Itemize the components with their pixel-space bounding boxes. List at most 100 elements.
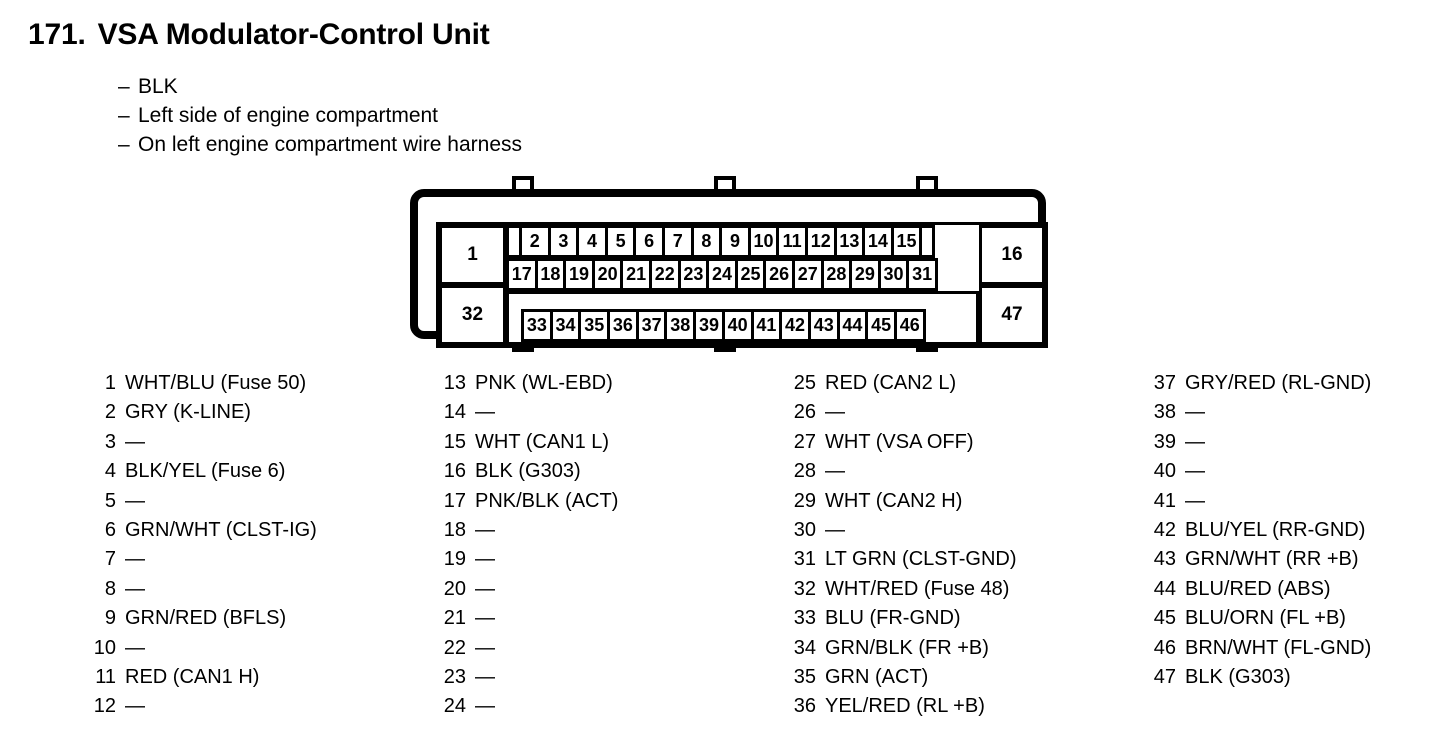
pin-legend-label: — (125, 577, 145, 600)
connector-pin-30: 30 (877, 258, 910, 291)
subtitle-text: BLK (138, 75, 178, 98)
connector-pin-42: 42 (779, 309, 811, 342)
connector-pin-32: 32 (439, 285, 506, 345)
pin-legend-label: — (825, 518, 845, 541)
subtitle-list: –BLK–Left side of engine compartment–On … (118, 72, 522, 159)
connector-pin-4: 4 (576, 225, 608, 258)
subtitle-line: –Left side of engine compartment (118, 101, 522, 130)
pin-legend-number: 39 (1153, 430, 1176, 453)
pin-legend-label: RED (CAN1 H) (125, 665, 260, 688)
connector-pin-28: 28 (820, 258, 853, 291)
connector-pin-6: 6 (633, 225, 665, 258)
connector-pin-25: 25 (734, 258, 767, 291)
pin-legend-row: 20— (436, 578, 618, 607)
pin-legend-label: — (475, 401, 495, 424)
pin-legend-number: 13 (443, 372, 466, 394)
pin-legend-label: WHT/RED (Fuse 48) (825, 577, 1010, 600)
pin-legend-number: 22 (443, 636, 466, 659)
connector-pin-1: 1 (439, 225, 506, 285)
connector-pin-35: 35 (578, 309, 611, 342)
pin-legend-row: 30— (786, 519, 1017, 548)
pin-legend-number: 29 (793, 489, 816, 512)
pin-legend-row: 14 — (436, 401, 618, 430)
pin-legend-label: LT GRN (CLST-GND) (825, 548, 1017, 571)
pin-legend-number: 37 (1153, 372, 1176, 394)
connector-pin-26: 26 (763, 258, 795, 291)
connector-pin-29: 29 (849, 258, 881, 291)
pin-legend-row: 46 BRN/WHT (FL-GND) (1146, 636, 1372, 666)
connector-pin-33: 33 (521, 309, 553, 342)
pin-legend-label: — (1185, 460, 1205, 483)
connector-pin-24: 24 (706, 258, 738, 291)
subtitle-text: On left engine compartment wire harness (138, 133, 523, 156)
pin-legend-number: 46 (1153, 636, 1176, 659)
pin-legend-label: PNK (WL-EBD) (475, 372, 613, 394)
pin-legend-number: 3 (104, 430, 116, 453)
pin-legend-label: BLK/YEL (Fuse 6) (125, 460, 286, 483)
pin-legend-label: — (125, 489, 145, 512)
bullet-dash-icon: – (118, 104, 130, 127)
pin-legend-row: 22 — (436, 637, 618, 666)
pin-legend-row: 38 — (1146, 401, 1371, 430)
pin-legend-number: 6 (104, 518, 116, 541)
connector-pin-34: 34 (549, 309, 582, 342)
pin-legend-number: 31 (793, 548, 816, 571)
pin-legend-label: — (1185, 489, 1205, 512)
pin-legend-label: BRN/WHT (FL-GND) (1185, 636, 1372, 659)
pin-legend-number: 26 (793, 401, 816, 424)
pin-legend-row: 35 GRN (ACT) (786, 666, 1017, 695)
connector-pin-45: 45 (865, 309, 897, 342)
pin-legend-row: 28— (786, 460, 1017, 489)
pin-legend-number: 15 (443, 430, 466, 453)
connector-pin-2: 2 (519, 225, 551, 258)
bullet-dash-icon: – (118, 75, 130, 98)
pin-legend-row: 2 GRY (K-LINE) (86, 401, 317, 430)
pin-legend-number: 42 (1153, 518, 1176, 541)
page-title: 171.VSA Modulator-Control Unit (28, 18, 490, 52)
pin-legend-row: 8— (86, 578, 317, 607)
connector-pin-7: 7 (661, 225, 694, 258)
connector-pin-16: 16 (979, 225, 1045, 285)
subtitle-text: Left side of engine compartment (138, 104, 439, 127)
pin-legend-number: 18 (443, 518, 466, 541)
pin-legend-number: 35 (793, 665, 816, 688)
connector-pin-39: 39 (693, 309, 725, 342)
connector-pin-17: 17 (506, 258, 538, 291)
pin-legend-label: GRN/WHT (CLST-IG) (125, 518, 317, 541)
pin-legend-row: 24— (436, 695, 618, 724)
pin-legend-label: BLU/YEL (RR-GND) (1185, 518, 1366, 541)
pin-legend-label: — (475, 665, 495, 688)
pin-legend-number: 14 (443, 401, 466, 424)
pin-legend-number: 1 (104, 372, 116, 394)
connector-pin-37: 37 (635, 309, 668, 342)
pin-legend-number: 28 (793, 460, 816, 483)
pin-legend-number: 25 (793, 372, 816, 394)
pin-legend-number: 33 (793, 607, 816, 630)
pin-legend-label: GRN (ACT) (825, 665, 929, 688)
connector-pin-3: 3 (547, 225, 580, 258)
connector-pin-44: 44 (836, 309, 869, 342)
connector-pin-47: 47 (979, 285, 1045, 345)
pin-legend-number: 11 (95, 665, 116, 688)
pin-legend-number: 24 (443, 695, 466, 718)
pin-legend-number: 7 (104, 548, 116, 571)
subtitle-line: –On left engine compartment wire harness (118, 130, 522, 159)
pin-legend-label: GRY (K-LINE) (125, 401, 251, 424)
connector-pin-13: 13 (833, 225, 866, 258)
connector-pin-21: 21 (620, 258, 652, 291)
pin-legend-number: 38 (1153, 401, 1176, 424)
pin-legend-label: — (475, 636, 495, 659)
pin-legend-number: 34 (793, 636, 816, 659)
pin-legend-label: — (1185, 401, 1205, 424)
pin-legend-number: 2 (104, 401, 116, 424)
